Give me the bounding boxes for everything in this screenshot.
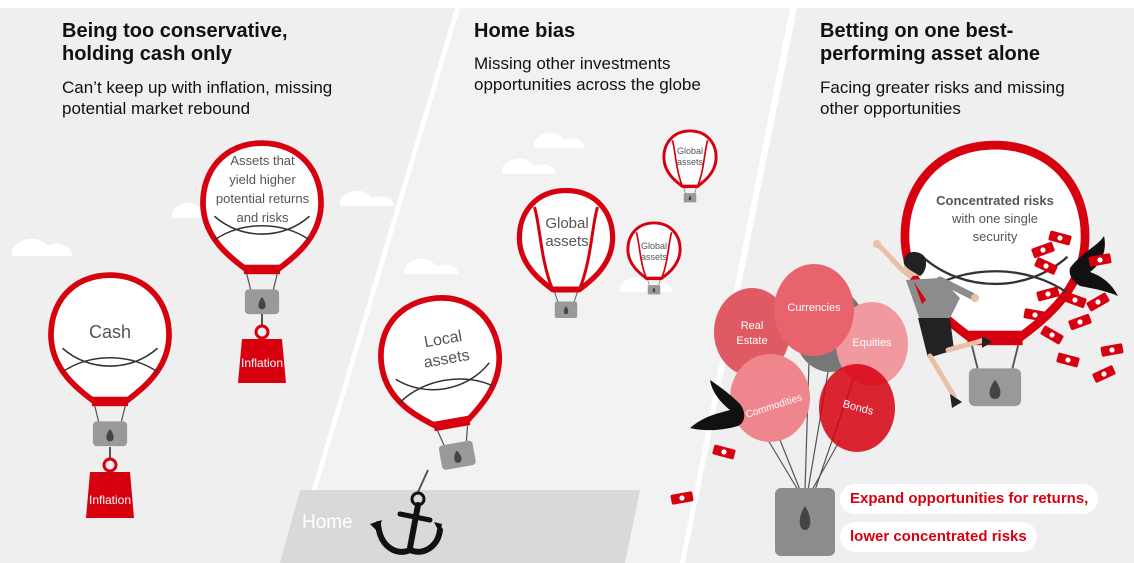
global-assets-label-large: Global assets	[531, 215, 603, 251]
inflation-weight-label-lower: Inflation	[88, 493, 132, 507]
panel1-subtitle-line1: Can’t keep up with inflation, missing	[62, 78, 333, 97]
global-assets-large-line1: Global	[545, 215, 589, 232]
assets-label-line2: yield higher	[229, 172, 296, 187]
panel1-title-line2: holding cash only	[62, 43, 233, 65]
assets-balloon-label: Assets that yield higher potential retur…	[205, 151, 320, 227]
concentrated-risks-line3: security	[972, 229, 1018, 244]
global-assets-label-small: Global assets	[664, 146, 716, 168]
panel3-title-line1: Betting on one best-	[820, 20, 1014, 42]
callout-lower-risks: lower concentrated risks	[840, 522, 1037, 552]
global-assets-mid-line2: assets	[640, 252, 667, 262]
real-estate-balloon-label: Real Estate	[724, 319, 780, 349]
woman-figure	[873, 240, 992, 408]
assets-label-line1: Assets that	[230, 153, 295, 168]
panel1-title: Being too conservative, holding cash onl…	[62, 20, 288, 66]
panel3-title-line2: performing asset alone	[820, 43, 1041, 65]
equities-balloon-label: Equities	[852, 337, 892, 349]
panel2-title: Home bias	[474, 20, 575, 43]
concentrated-risks-label: Concentrated risks with one single secur…	[915, 192, 1075, 246]
home-ground-label: Home	[302, 512, 353, 533]
panel2-title-line1: Home bias	[474, 20, 576, 42]
panel1-subtitle-line2: potential market rebound	[62, 99, 251, 118]
global-assets-large-line2: assets	[545, 233, 589, 250]
panel3-title: Betting on one best- performing asset al…	[820, 20, 1040, 66]
panel3-subtitle: Facing greater risks and missing other o…	[820, 77, 1065, 119]
global-assets-mid-line1: Global	[640, 241, 667, 251]
real-estate-line2: Estate	[736, 335, 768, 347]
concentrated-risks-line1: Concentrated risks	[936, 193, 1054, 208]
global-assets-small-line1: Global	[676, 146, 703, 156]
assets-label-line3: potential returns	[215, 191, 310, 206]
callout-expand-opportunities: Expand opportunities for returns,	[840, 484, 1099, 514]
concentrated-risks-line2: with one single	[952, 211, 1038, 226]
global-assets-label-mid: Global assets	[628, 241, 680, 263]
inflation-weight-label-upper: Inflation	[240, 356, 284, 370]
cash-balloon-label: Cash	[88, 322, 132, 342]
panel3-subtitle-line1: Facing greater risks and missing	[820, 78, 1065, 97]
real-estate-line1: Real	[740, 320, 764, 332]
assets-label-line4: and risks	[236, 210, 289, 225]
panel2-subtitle-line2: opportunities across the globe	[474, 75, 701, 94]
global-assets-small-line2: assets	[676, 157, 703, 167]
panel3-subtitle-line2: other opportunities	[820, 99, 961, 118]
panel2-subtitle-line1: Missing other investments	[474, 54, 671, 73]
panel2-subtitle: Missing other investments opportunities …	[474, 53, 701, 95]
panel1-subtitle: Can’t keep up with inflation, missing po…	[62, 77, 332, 119]
currencies-balloon-label: Currencies	[787, 302, 841, 314]
panel1-title-line1: Being too conservative,	[62, 20, 288, 42]
